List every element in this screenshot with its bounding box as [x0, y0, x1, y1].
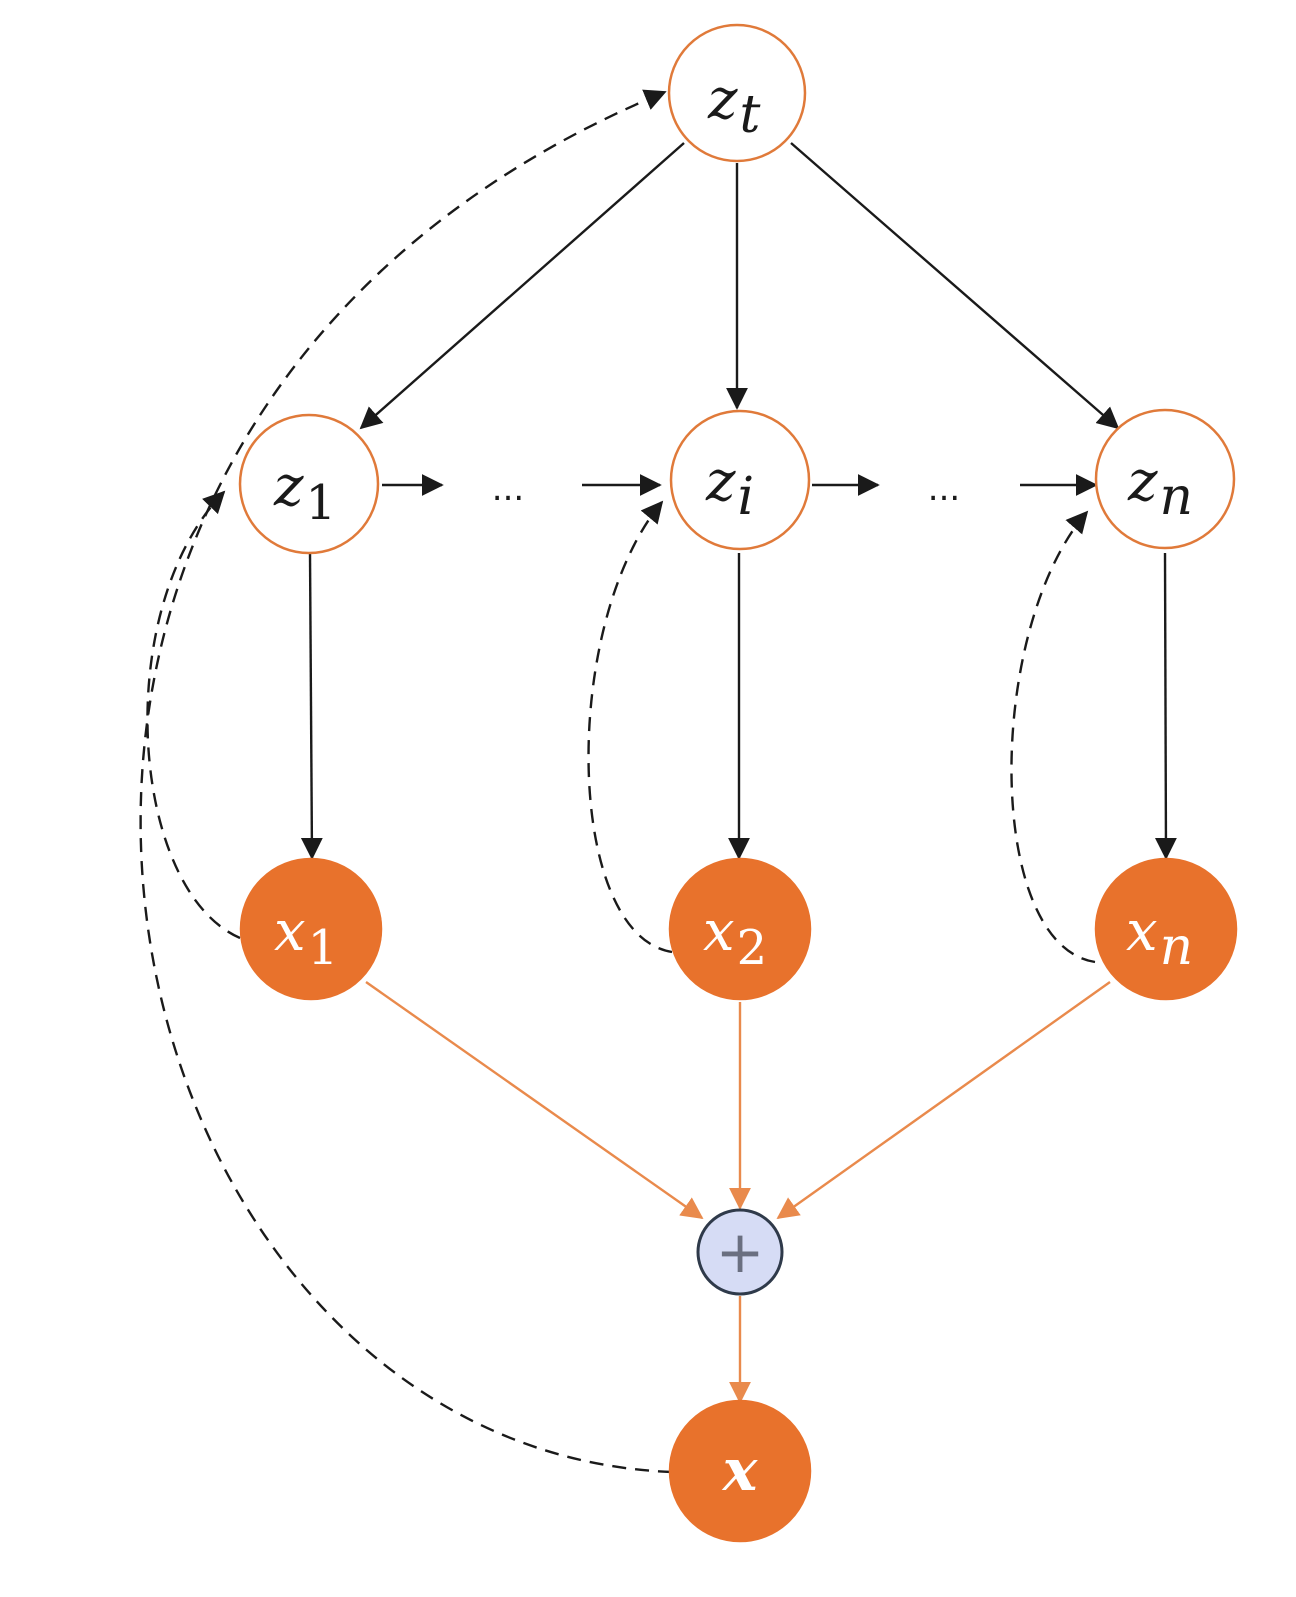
edge-x1-to-sum [365, 981, 704, 1220]
dashed-edge-x1-to-z1 [146, 490, 241, 940]
node-zn: zn [1094, 408, 1236, 550]
edge-zt-to-zn [790, 142, 1120, 430]
edge-zt-to-z1 [359, 142, 685, 430]
svg-text:xn: xn [1126, 899, 1193, 977]
node-xn: xn [1094, 857, 1238, 1001]
svg-text:zi: zi [705, 449, 754, 527]
svg-text:z1: z1 [273, 454, 336, 531]
svg-text:zt: zt [707, 67, 761, 145]
node-x1: x1 [239, 857, 383, 1001]
edge-xn-to-sum [776, 981, 1111, 1220]
svg-text:x: x [721, 1436, 759, 1504]
dashed-edge-xn-to-zn [1010, 510, 1096, 964]
sum-symbol: + [716, 1218, 765, 1286]
edge-zn-to-xn [1154, 552, 1177, 860]
edge-z1-to-x1 [300, 552, 323, 860]
svg-text:x1: x1 [274, 899, 338, 976]
svg-text:x2: x2 [703, 899, 767, 976]
dashed-edge-x-to-zt [139, 89, 673, 1474]
node-zt: zt [667, 23, 807, 163]
node-x2: x2 [668, 857, 812, 1001]
svg-text:zn: zn [1127, 449, 1193, 527]
node-z1: z1 [238, 413, 380, 555]
ellipsis-right: ... [928, 469, 960, 509]
ellipsis-left: ... [492, 469, 524, 509]
sum-node: + [696, 1208, 784, 1296]
node-zi: zi [669, 409, 811, 551]
node-x: x [668, 1399, 812, 1543]
dashed-edge-x2-to-zi [587, 500, 673, 954]
